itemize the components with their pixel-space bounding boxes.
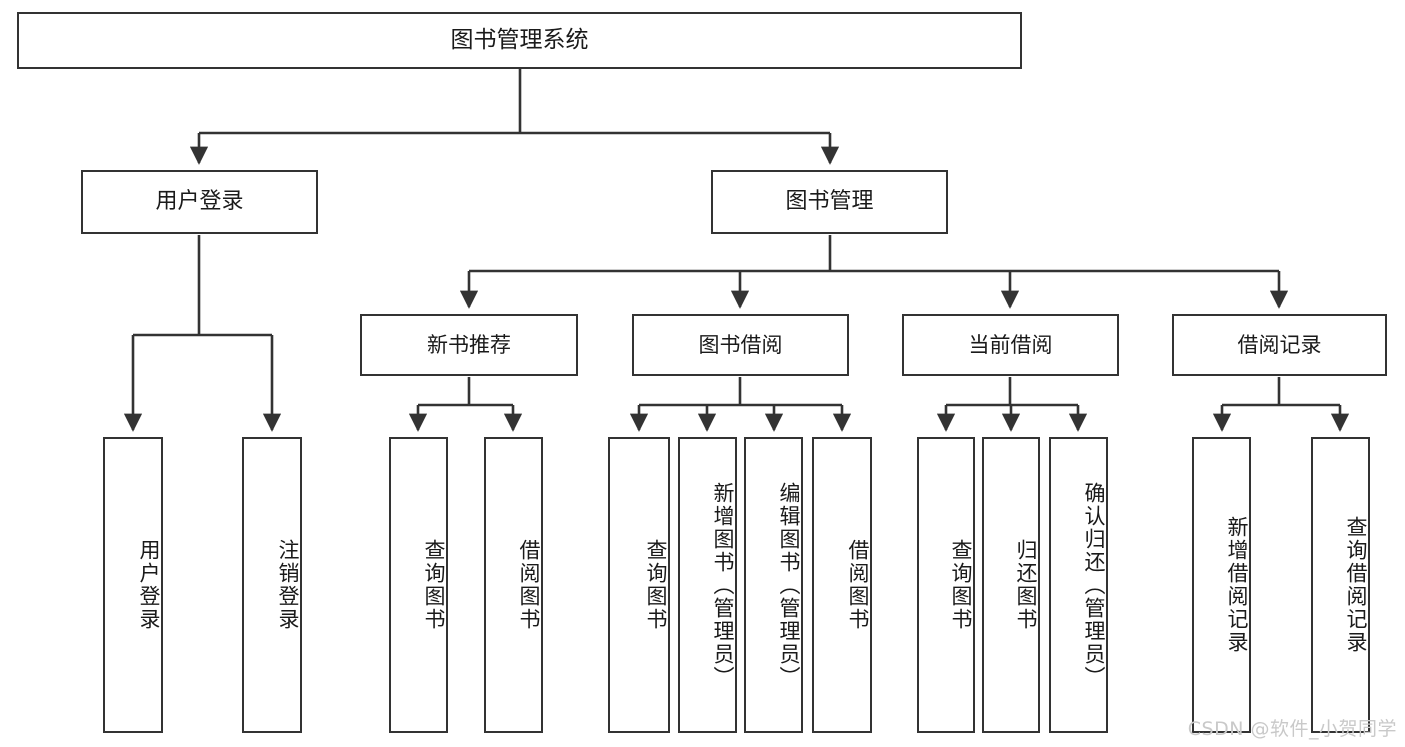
leaf-user-login-label: 用户登录 bbox=[137, 539, 161, 631]
leaf-query-book-1[interactable]: 查询图书 bbox=[389, 437, 448, 733]
leaf-query-record[interactable]: 查询借阅记录 bbox=[1311, 437, 1370, 733]
node-current-borrow-label: 当前借阅 bbox=[968, 332, 1053, 357]
leaf-edit-book[interactable]: 编辑图书（管理员） bbox=[744, 437, 803, 733]
leaf-query-book-3[interactable]: 查询图书 bbox=[917, 437, 975, 733]
leaf-query-book-2-label: 查询图书 bbox=[644, 539, 668, 631]
leaf-add-book-label: 新增图书（管理员） bbox=[711, 481, 735, 689]
leaf-edit-book-label: 编辑图书（管理员） bbox=[777, 481, 801, 689]
leaf-return-book[interactable]: 归还图书 bbox=[982, 437, 1040, 733]
leaf-borrow-book-1-label: 借阅图书 bbox=[517, 539, 541, 631]
leaf-query-book-3-label: 查询图书 bbox=[949, 539, 973, 631]
leaf-confirm-return[interactable]: 确认归还（管理员） bbox=[1049, 437, 1108, 733]
leaf-confirm-return-label: 确认归还（管理员） bbox=[1082, 481, 1106, 689]
node-book-borrow-label: 图书借阅 bbox=[698, 332, 783, 357]
leaf-user-login[interactable]: 用户登录 bbox=[103, 437, 163, 733]
leaf-query-record-label: 查询借阅记录 bbox=[1344, 516, 1368, 654]
node-user-login[interactable]: 用户登录 bbox=[81, 170, 318, 234]
leaf-add-record-label: 新增借阅记录 bbox=[1225, 516, 1249, 654]
node-user-login-label: 用户登录 bbox=[155, 189, 244, 215]
leaf-logout-login[interactable]: 注销登录 bbox=[242, 437, 302, 733]
leaf-add-record[interactable]: 新增借阅记录 bbox=[1192, 437, 1251, 733]
leaf-borrow-book-1[interactable]: 借阅图书 bbox=[484, 437, 543, 733]
node-borrow-record[interactable]: 借阅记录 bbox=[1172, 314, 1387, 376]
node-root-label: 图书管理系统 bbox=[450, 26, 589, 53]
node-new-book-recommend[interactable]: 新书推荐 bbox=[360, 314, 578, 376]
leaf-query-book-1-label: 查询图书 bbox=[422, 539, 446, 631]
leaf-return-book-label: 归还图书 bbox=[1014, 539, 1038, 631]
leaf-borrow-book-2-label: 借阅图书 bbox=[846, 539, 870, 631]
leaf-query-book-2[interactable]: 查询图书 bbox=[608, 437, 670, 733]
node-new-book-recommend-label: 新书推荐 bbox=[427, 332, 511, 357]
node-root[interactable]: 图书管理系统 bbox=[17, 12, 1022, 69]
node-book-management[interactable]: 图书管理 bbox=[711, 170, 948, 234]
leaf-borrow-book-2[interactable]: 借阅图书 bbox=[812, 437, 872, 733]
node-current-borrow[interactable]: 当前借阅 bbox=[902, 314, 1119, 376]
node-borrow-record-label: 借阅记录 bbox=[1237, 332, 1322, 357]
node-book-borrow[interactable]: 图书借阅 bbox=[632, 314, 849, 376]
leaf-logout-login-label: 注销登录 bbox=[276, 539, 300, 631]
node-book-management-label: 图书管理 bbox=[785, 189, 874, 215]
leaf-add-book[interactable]: 新增图书（管理员） bbox=[678, 437, 737, 733]
